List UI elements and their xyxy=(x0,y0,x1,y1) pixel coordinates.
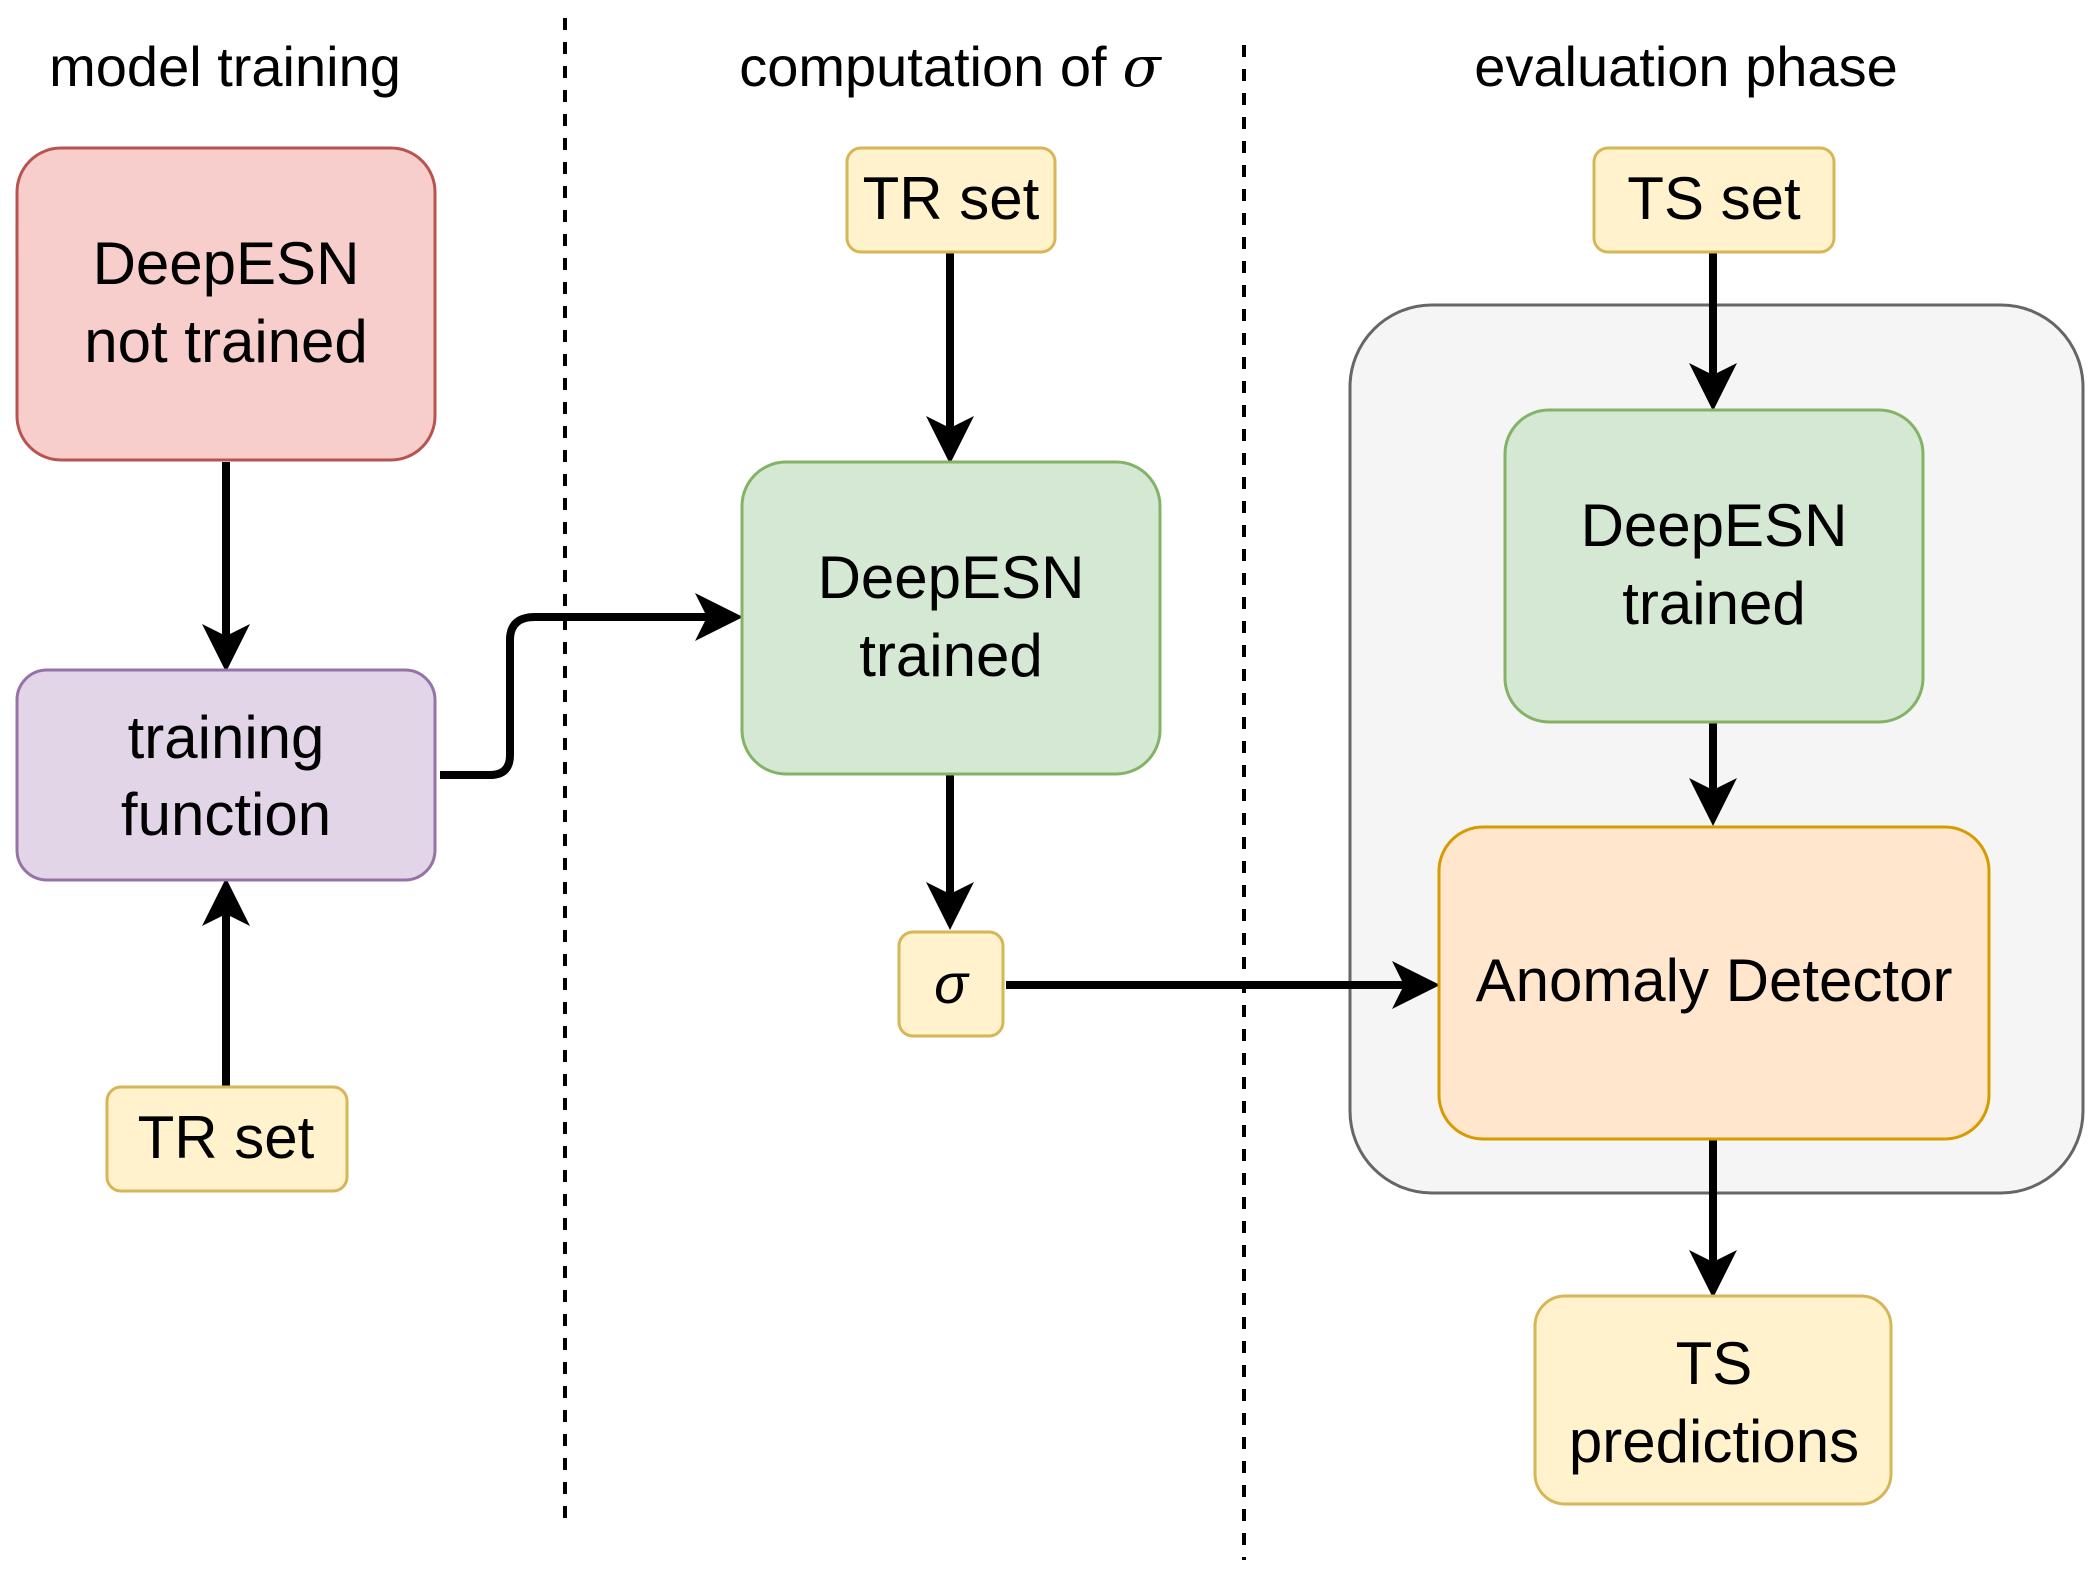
node-ts-predictions-line1: TS xyxy=(1676,1330,1753,1397)
node-deepesn-not-trained: DeepESN not trained xyxy=(15,146,437,462)
node-anomaly-detector: Anomaly Detector xyxy=(1437,825,1991,1141)
node-anomaly-detector-label: Anomaly Detector xyxy=(1476,947,1953,1014)
node-ts-predictions-line2: predictions xyxy=(1569,1408,1859,1475)
node-sigma: σ xyxy=(897,930,1005,1038)
node-tr-set-left-label: TR set xyxy=(138,1104,315,1171)
header-computation: computation of σ xyxy=(739,35,1162,100)
node-sigma-label: σ xyxy=(934,952,970,1015)
node-training-function-line2: function xyxy=(121,781,331,848)
node-deepesn-trained-right-line2: trained xyxy=(1622,570,1805,637)
header-model-training: model training xyxy=(49,35,401,98)
node-deepesn-trained-right-line1: DeepESN xyxy=(1581,492,1848,559)
node-tr-set-mid-label: TR set xyxy=(863,165,1040,232)
edge-training-to-trained xyxy=(440,593,743,779)
node-deepesn-trained-right: DeepESN trained xyxy=(1503,408,1925,724)
node-deepesn-not-trained-line1: DeepESN xyxy=(93,230,360,297)
header-evaluation-phase: evaluation phase xyxy=(1474,35,1897,98)
node-deepesn-trained-mid-line2: trained xyxy=(859,622,1042,689)
node-ts-set: TS set xyxy=(1592,146,1836,254)
node-ts-set-label: TS set xyxy=(1627,165,1801,232)
node-deepesn-not-trained-line2: not trained xyxy=(84,308,368,375)
node-tr-set-mid: TR set xyxy=(845,146,1057,254)
node-training-function-line1: training xyxy=(128,704,325,771)
node-deepesn-trained-mid-line1: DeepESN xyxy=(818,544,1085,611)
node-ts-predictions: TS predictions xyxy=(1533,1294,1893,1506)
node-deepesn-trained-mid: DeepESN trained xyxy=(740,460,1162,776)
header-computation-text: computation of xyxy=(739,35,1107,98)
node-training-function: training function xyxy=(15,668,437,882)
node-tr-set-left: TR set xyxy=(105,1085,349,1193)
header-computation-symbol: σ xyxy=(1123,35,1163,100)
